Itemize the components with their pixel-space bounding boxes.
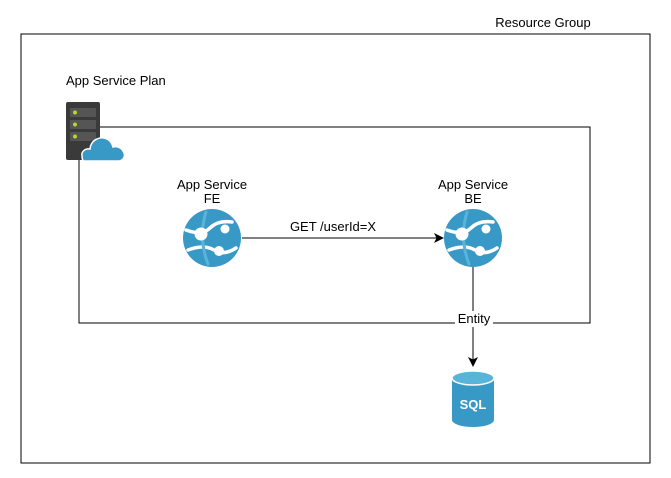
app-service-be-subtitle: BE [464, 191, 482, 206]
server-cloud-icon [66, 102, 126, 162]
edge-be-to-sql-label: Entity [458, 311, 491, 326]
resource-group-label: Resource Group [495, 15, 590, 30]
resource-group-boundary [20, 33, 651, 464]
edge-label-background [455, 311, 493, 327]
app-service-fe-title: App Service [177, 177, 247, 192]
app-service-plan-label: App Service Plan [66, 73, 166, 88]
app-service-plan-boundary [78, 126, 591, 324]
app-service-be-title: App Service [438, 177, 508, 192]
app-service-be-icon[interactable] [444, 209, 502, 267]
sql-label: SQL [460, 397, 487, 412]
sql-database-icon[interactable]: SQL [451, 370, 495, 427]
app-service-fe-subtitle: FE [204, 191, 221, 206]
edge-fe-to-be-label: GET /userId=X [290, 219, 376, 234]
app-service-fe-icon[interactable] [183, 209, 241, 267]
